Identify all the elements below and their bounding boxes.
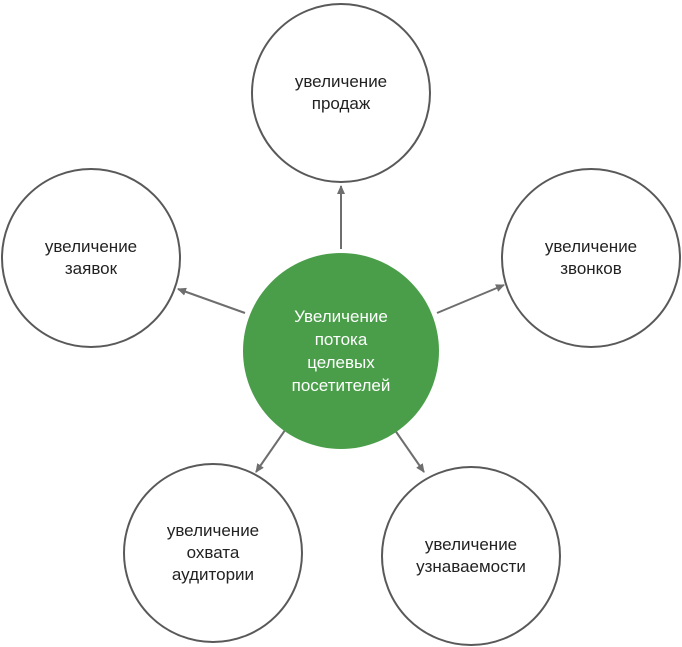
- node-applications-label: увеличение заявок: [44, 237, 138, 278]
- node-sales: увеличение продаж: [251, 3, 431, 183]
- node-audience-reach-label: увеличение охвата аудитории: [166, 521, 260, 584]
- node-awareness-label: увеличение узнаваемости: [416, 535, 526, 576]
- node-awareness: увеличение узнаваемости: [381, 466, 561, 646]
- node-calls: увеличение звонков: [501, 168, 681, 348]
- node-center-traffic: Увеличение потока целевых посетителей: [243, 253, 439, 449]
- node-calls-label: увеличение звонков: [544, 237, 638, 278]
- node-applications: увеличение заявок: [1, 168, 181, 348]
- node-sales-label: увеличение продаж: [294, 72, 388, 113]
- arrow-to-left: [177, 287, 246, 314]
- arrow-to-right: [436, 284, 505, 314]
- node-audience-reach: увеличение охвата аудитории: [123, 463, 303, 643]
- node-center-label: Увеличение потока целевых посетителей: [291, 307, 391, 395]
